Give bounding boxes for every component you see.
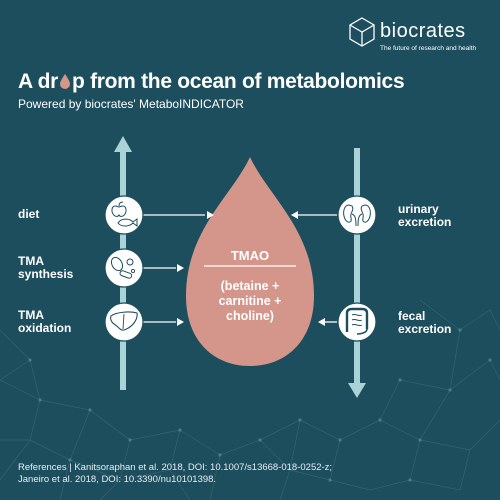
title-part-1: A dr — [18, 70, 59, 93]
brand-name: biocrates — [380, 20, 466, 42]
drop-icon — [60, 74, 71, 89]
right-flow-arrow-shaft — [354, 148, 360, 384]
right-flow-arrow-head — [348, 383, 366, 398]
liver-icon — [104, 302, 144, 342]
page-title: A dr p from the ocean of metabolomics — [18, 70, 405, 94]
brand-tagline: The future of research and health — [380, 45, 477, 52]
tmao-formula: (betaine + carnitine + choline) — [218, 279, 282, 323]
apple-fish-icon — [104, 195, 144, 235]
references: References | Kanitsoraphan et al. 2018, … — [18, 462, 333, 485]
page-subtitle: Powered by biocrates' MetaboINDICATOR — [18, 97, 244, 111]
left-flow-arrow-head — [114, 136, 132, 152]
title-part-2: p from the ocean of metabolomics — [72, 70, 405, 93]
tmao-drop-shape — [186, 157, 314, 366]
tmao-label: TMAO — [230, 248, 270, 263]
label-diet: diet — [18, 207, 40, 221]
kidneys-icon — [337, 195, 377, 235]
microbes-icon — [104, 248, 144, 288]
intestine-icon — [337, 302, 377, 342]
